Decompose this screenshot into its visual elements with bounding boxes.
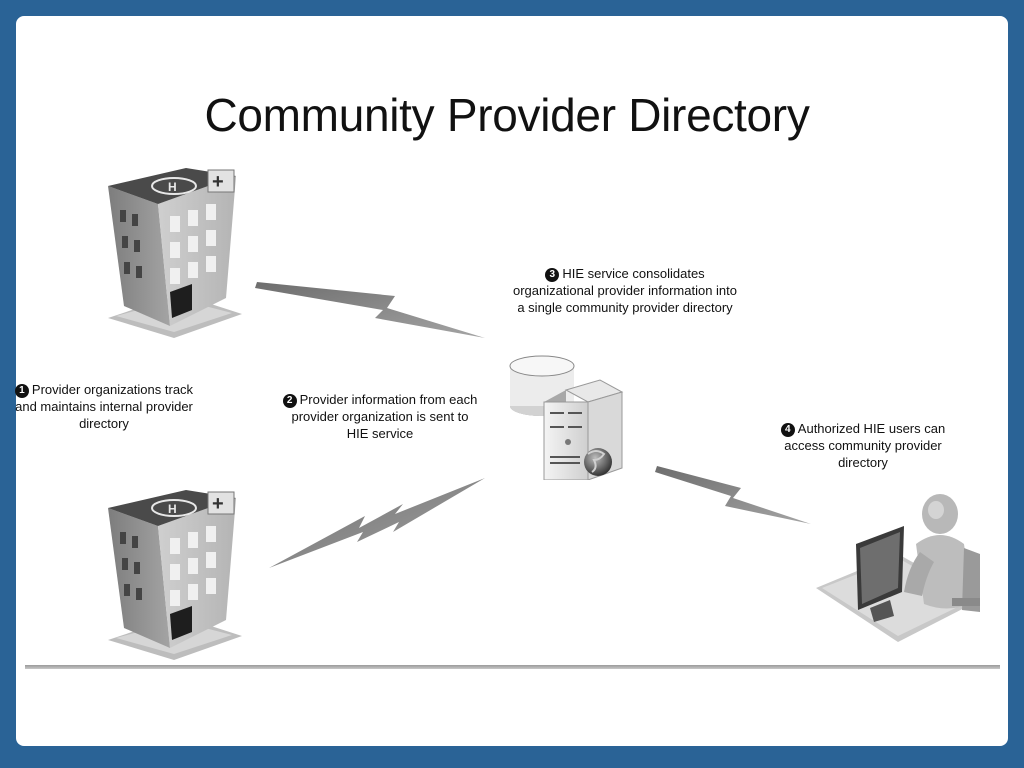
lightning-link-icon bbox=[269, 478, 485, 568]
lightning-link-icon bbox=[255, 282, 485, 338]
database-server-icon bbox=[509, 355, 624, 480]
svg-text:H: H bbox=[168, 502, 177, 516]
divider bbox=[25, 665, 1000, 669]
hospital-building-icon: H + bbox=[108, 490, 242, 660]
computer-user-icon bbox=[816, 494, 980, 642]
step-text: HIE service consolidates organizational … bbox=[512, 266, 737, 315]
svg-text:+: + bbox=[212, 493, 224, 515]
step-number-badge: 3 bbox=[545, 268, 560, 282]
step-text: Provider information from each provider … bbox=[291, 392, 478, 441]
step-text: Provider organizations track and maintai… bbox=[15, 382, 194, 431]
svg-text:H: H bbox=[168, 180, 177, 194]
svg-text:+: + bbox=[212, 171, 224, 193]
hospital-building-icon: H + bbox=[108, 168, 242, 338]
step-number-badge: 1 bbox=[14, 384, 29, 398]
step-number-badge: 4 bbox=[780, 423, 795, 437]
page-title: Community Provider Directory bbox=[204, 89, 810, 141]
step-text: Authorized HIE users can access communit… bbox=[784, 421, 946, 470]
step-number-badge: 2 bbox=[282, 394, 297, 408]
lightning-link-icon bbox=[655, 466, 811, 524]
